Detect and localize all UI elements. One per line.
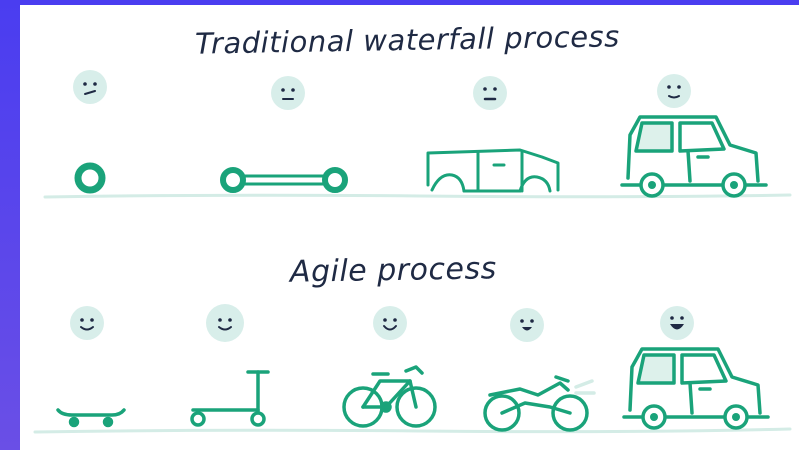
wheel-icon <box>74 162 106 194</box>
happy-face-icon <box>510 308 544 342</box>
unhappy-face-icon <box>473 76 507 110</box>
scooter-icon <box>190 370 270 427</box>
slightly-happy-face-icon <box>70 306 104 340</box>
bicycle-icon <box>342 365 437 428</box>
motorcycle-icon <box>483 375 596 432</box>
unhappy-face-icon <box>271 76 305 110</box>
car-icon <box>620 115 768 198</box>
waterfall-ground-line <box>43 193 792 199</box>
process-illustration <box>33 70 792 434</box>
unhappy-face-icon <box>73 70 107 104</box>
very-happy-face-icon <box>660 306 694 340</box>
car-body-icon <box>426 148 560 193</box>
slightly-happy-face-icon <box>206 304 244 342</box>
neutral-face-icon <box>657 74 691 108</box>
slide-canvas: Traditional waterfall process Agile proc… <box>20 5 799 450</box>
car-icon <box>622 347 770 430</box>
agile-ground-line <box>33 427 792 434</box>
skateboard-icon <box>56 408 126 428</box>
axle-icon <box>220 167 348 193</box>
happy-face-icon <box>373 306 407 340</box>
